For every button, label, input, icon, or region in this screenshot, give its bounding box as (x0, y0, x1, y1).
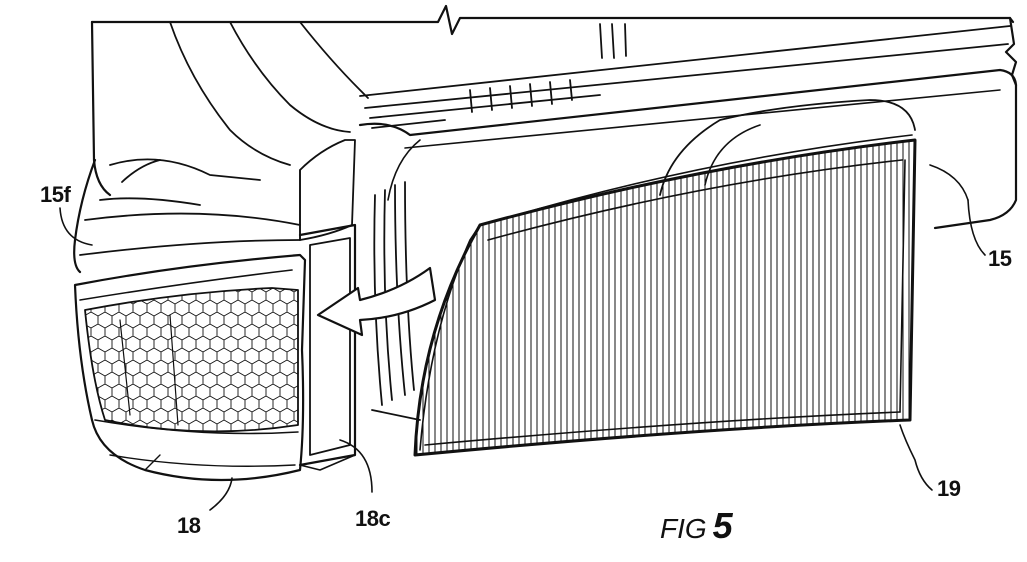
label-15: 15 (988, 246, 1012, 271)
leader-15f (59, 207, 93, 246)
cartridge-slot (298, 223, 357, 471)
leader-18c (339, 439, 373, 493)
upper-rail (359, 23, 1011, 129)
honeycomb-mesh (84, 287, 299, 433)
pleated-filter (413, 134, 917, 457)
label-18: 18 (177, 513, 201, 538)
housing-body (358, 68, 1018, 230)
label-19: 19 (937, 476, 961, 501)
label-18c: 18c (355, 506, 391, 531)
housing-front (73, 139, 356, 274)
leader-19 (899, 424, 933, 491)
label-15f: 15f (40, 182, 71, 207)
leader-15 (967, 199, 986, 256)
cartridge (73, 253, 307, 482)
figure-caption-number: 5 (712, 505, 733, 546)
top-break-line (90, 4, 1015, 36)
leader-lines (59, 199, 986, 511)
housing-contours (99, 21, 369, 206)
figure-caption-word: FIG (660, 513, 707, 544)
leader-18 (209, 477, 233, 511)
housing-left-edge (90, 20, 112, 197)
insertion-arrow-icon (316, 266, 437, 337)
